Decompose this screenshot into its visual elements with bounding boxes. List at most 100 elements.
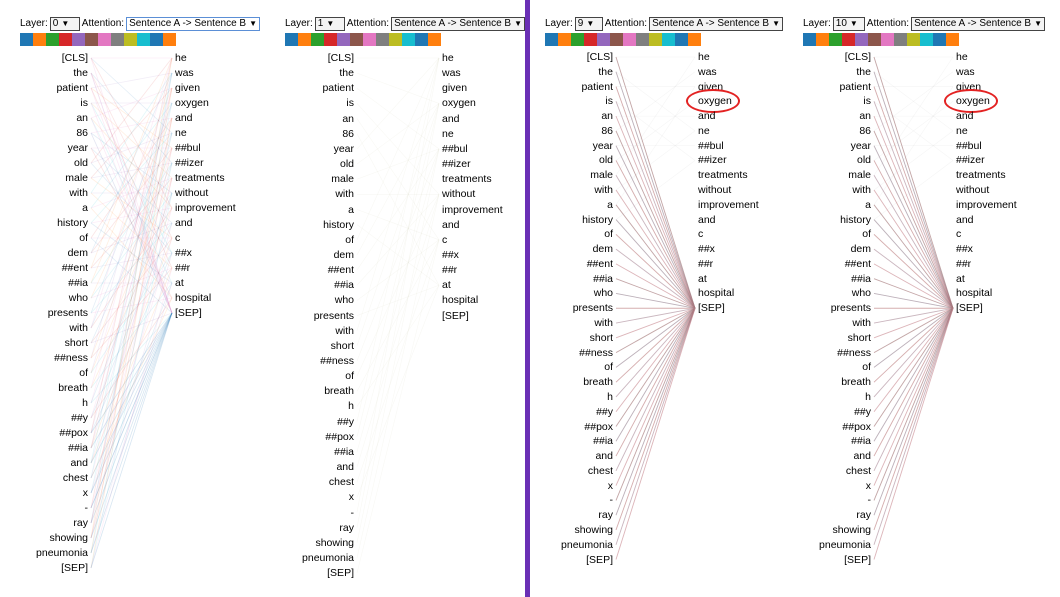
token-sentence-b[interactable]: [SEP] — [442, 309, 469, 322]
token-sentence-b[interactable]: treatments — [175, 172, 225, 184]
token-sentence-b[interactable]: at — [175, 277, 184, 289]
token-sentence-a[interactable]: presents — [313, 309, 354, 322]
head-swatch-6[interactable] — [623, 33, 636, 46]
token-sentence-b[interactable]: ##bul — [698, 139, 724, 152]
token-sentence-a[interactable]: ray — [856, 509, 871, 522]
head-swatch-4[interactable] — [337, 33, 350, 46]
token-sentence-a[interactable]: ##ent — [327, 264, 354, 277]
head-swatch-9[interactable] — [662, 33, 675, 46]
token-sentence-a[interactable]: [SEP] — [327, 567, 354, 580]
token-sentence-a[interactable]: old — [856, 154, 871, 167]
token-sentence-b[interactable]: and — [175, 112, 193, 124]
token-sentence-a[interactable]: male — [590, 169, 613, 182]
token-sentence-a[interactable]: ##pox — [59, 427, 88, 439]
token-sentence-a[interactable]: with — [594, 317, 613, 330]
token-sentence-b[interactable]: ##bul — [956, 139, 982, 152]
head-swatch-9[interactable] — [137, 33, 150, 46]
head-swatch-8[interactable] — [389, 33, 402, 46]
token-sentence-a[interactable]: a — [348, 203, 354, 216]
token-sentence-a[interactable]: patient — [581, 80, 613, 93]
token-sentence-b[interactable]: was — [698, 65, 717, 78]
token-sentence-b[interactable]: ##izer — [442, 158, 471, 171]
layer-select[interactable]: 1▼ — [314, 17, 345, 31]
token-sentence-b[interactable]: was — [442, 67, 461, 80]
token-sentence-a[interactable]: h — [607, 390, 613, 403]
token-sentence-b[interactable]: without — [175, 187, 209, 199]
token-sentence-a[interactable]: [CLS] — [61, 52, 88, 64]
layer-select[interactable]: 9▼ — [574, 17, 603, 31]
token-sentence-b[interactable]: ##r — [698, 257, 714, 270]
head-swatch-8[interactable] — [649, 33, 662, 46]
token-sentence-a[interactable]: ##ness — [54, 352, 88, 364]
token-sentence-b[interactable]: hospital — [175, 292, 212, 304]
head-swatch-2[interactable] — [829, 33, 842, 46]
token-sentence-a[interactable]: short — [847, 331, 871, 344]
token-sentence-b[interactable]: ##x — [442, 248, 459, 261]
token-sentence-a[interactable]: ray — [73, 517, 88, 529]
token-sentence-a[interactable]: and — [853, 450, 871, 463]
token-sentence-a[interactable]: who — [334, 294, 354, 307]
token-sentence-b[interactable]: and — [698, 213, 716, 226]
token-sentence-a[interactable]: h — [865, 390, 871, 403]
head-swatch-7[interactable] — [636, 33, 649, 46]
token-sentence-b[interactable]: ##izer — [175, 157, 204, 169]
token-sentence-a[interactable]: showing — [832, 523, 871, 536]
token-sentence-b[interactable]: at — [956, 272, 965, 285]
head-swatch-2[interactable] — [46, 33, 59, 46]
attention-select[interactable]: Sentence A -> Sentence B▼ — [126, 17, 261, 31]
attention-select[interactable]: Sentence A -> Sentence B▼ — [391, 17, 526, 31]
token-sentence-a[interactable]: - — [609, 494, 614, 507]
token-sentence-a[interactable]: of — [862, 228, 871, 241]
token-sentence-a[interactable]: a — [607, 198, 613, 211]
token-sentence-a[interactable]: breath — [841, 376, 871, 389]
token-sentence-a[interactable]: an — [859, 110, 871, 123]
token-sentence-a[interactable]: [SEP] — [586, 553, 613, 566]
token-sentence-b[interactable]: treatments — [698, 169, 748, 182]
token-sentence-a[interactable]: ##ent — [61, 262, 88, 274]
token-sentence-b[interactable]: ne — [698, 124, 710, 137]
token-sentence-a[interactable]: male — [331, 173, 354, 186]
token-sentence-b[interactable]: ##x — [956, 243, 973, 256]
token-sentence-a[interactable]: a — [865, 198, 871, 211]
token-sentence-a[interactable]: - — [350, 506, 355, 519]
head-swatch-6[interactable] — [98, 33, 111, 46]
token-sentence-b[interactable]: c — [442, 233, 448, 246]
token-sentence-a[interactable]: an — [601, 110, 613, 123]
token-sentence-a[interactable]: chest — [587, 464, 613, 477]
token-sentence-a[interactable]: [CLS] — [586, 51, 613, 63]
token-sentence-a[interactable]: ##ness — [579, 346, 613, 359]
token-sentence-b[interactable]: c — [175, 232, 181, 244]
token-sentence-b[interactable]: without — [698, 184, 732, 197]
token-sentence-a[interactable]: is — [605, 95, 613, 108]
token-sentence-b[interactable]: was — [956, 65, 975, 78]
token-sentence-a[interactable]: ##y — [71, 412, 88, 424]
token-sentence-a[interactable]: the — [339, 67, 354, 80]
token-sentence-b[interactable]: was — [175, 67, 194, 79]
token-sentence-b[interactable]: and — [442, 112, 460, 125]
token-sentence-a[interactable]: is — [346, 97, 354, 110]
token-sentence-a[interactable]: and — [70, 457, 88, 469]
token-sentence-b[interactable]: ne — [956, 124, 968, 137]
head-swatch-5[interactable] — [85, 33, 98, 46]
token-sentence-a[interactable]: breath — [324, 385, 354, 398]
token-sentence-a[interactable]: showing — [574, 523, 613, 536]
token-sentence-a[interactable]: who — [593, 287, 613, 300]
token-sentence-a[interactable]: ##ia — [851, 435, 871, 448]
head-swatch-2[interactable] — [311, 33, 324, 46]
token-sentence-a[interactable]: with — [852, 317, 871, 330]
token-sentence-a[interactable]: showing — [315, 536, 354, 549]
head-swatch-4[interactable] — [597, 33, 610, 46]
token-sentence-b[interactable]: [SEP] — [175, 307, 202, 319]
token-sentence-b[interactable]: ##x — [175, 247, 192, 259]
head-swatch-10[interactable] — [675, 33, 688, 46]
head-swatch-7[interactable] — [894, 33, 907, 46]
token-sentence-b[interactable]: at — [442, 279, 451, 292]
token-sentence-a[interactable]: ##ia — [68, 277, 88, 289]
token-sentence-a[interactable]: 86 — [601, 124, 613, 137]
token-sentence-a[interactable]: and — [336, 461, 354, 474]
token-sentence-a[interactable]: history — [323, 218, 354, 231]
token-sentence-b[interactable]: and — [442, 218, 460, 231]
token-sentence-a[interactable]: old — [598, 154, 613, 167]
token-sentence-b[interactable]: improvement — [175, 202, 236, 214]
token-sentence-a[interactable]: ray — [598, 509, 613, 522]
